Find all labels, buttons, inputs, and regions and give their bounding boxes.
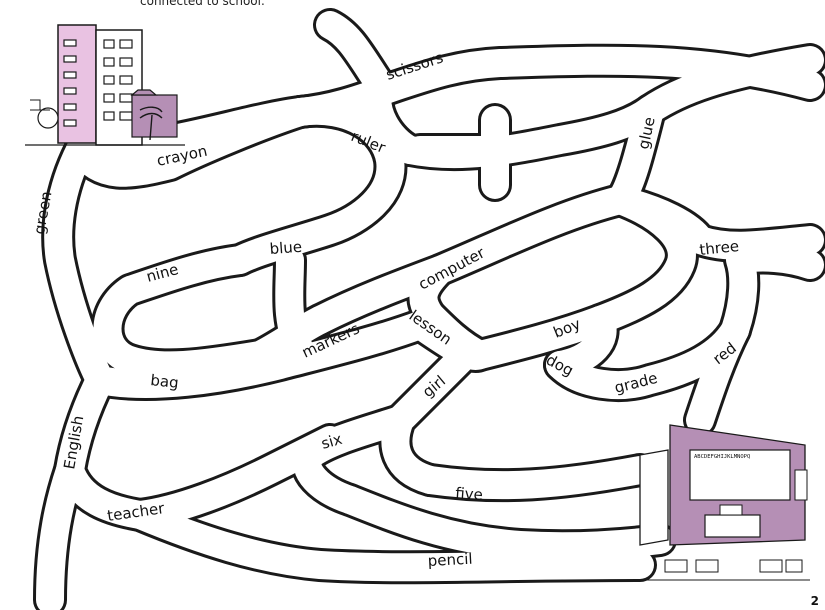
word-bag: bag	[150, 371, 180, 392]
word-five: five	[455, 484, 484, 504]
word-pencil: pencil	[427, 550, 473, 570]
header-fragment: connected to school.	[140, 0, 265, 8]
word-six: six	[319, 430, 344, 453]
page-number: 2	[810, 594, 819, 608]
board-alphabet: ABCDEFGHIJKLMNOPQ	[694, 454, 750, 460]
word-three: three	[699, 237, 740, 259]
classroom-picture: ABCDEFGHIJKLMNOPQ	[639, 424, 810, 581]
word-blue: blue	[269, 238, 303, 258]
school-building	[25, 24, 185, 146]
